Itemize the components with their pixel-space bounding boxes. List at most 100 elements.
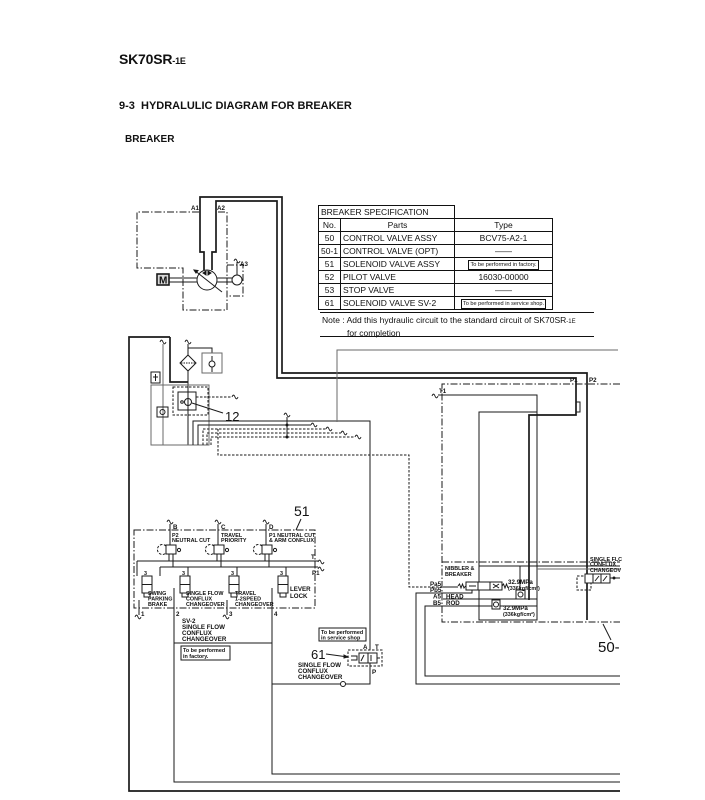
filter-icon bbox=[179, 354, 197, 372]
solenoid-label: SWING bbox=[148, 591, 166, 597]
outlet-line-2 bbox=[173, 588, 620, 783]
solenoid-coil-icon bbox=[143, 593, 287, 598]
line-break-icon bbox=[325, 426, 333, 432]
pa5-pilot-line bbox=[217, 429, 443, 588]
port-label-t: T bbox=[375, 644, 379, 651]
relief-valve-icon bbox=[491, 599, 501, 610]
port-label-a5: A5 bbox=[433, 594, 441, 601]
pilot-line-bundle bbox=[192, 349, 618, 650]
b5-rod-line bbox=[424, 605, 620, 677]
factory-note-badge: To be performed in factory. bbox=[468, 259, 539, 270]
port-label-t1: T1 bbox=[439, 388, 447, 395]
line-break-icon bbox=[317, 559, 325, 565]
service-shop-note-text: To be performed bbox=[321, 630, 363, 636]
filter-valve-unit-12 bbox=[150, 339, 239, 446]
sv2-label: CHANGEOVER bbox=[182, 636, 227, 643]
solenoid-port-label: 3 bbox=[280, 571, 283, 577]
check-valve-box bbox=[201, 352, 223, 374]
solenoid-port-label: 3 bbox=[144, 571, 147, 577]
outlet-label: 2 bbox=[176, 611, 180, 618]
factory-note-text: in factory. bbox=[183, 654, 209, 660]
port-label-t: T bbox=[311, 554, 315, 561]
pilot-label: P2 bbox=[172, 533, 179, 539]
solenoid-valve-assy-51 bbox=[133, 518, 620, 783]
line-break-icon bbox=[354, 434, 362, 440]
solenoid-label: 1-2SPEED bbox=[235, 597, 261, 603]
note-line-1: Note : Add this hydraulic circuit to the… bbox=[322, 315, 567, 325]
line-break-icon bbox=[159, 339, 167, 345]
port-label-pb5: Pb5 bbox=[430, 587, 442, 594]
port-label-pa5: Pa5 bbox=[430, 581, 442, 588]
sv2-function-label: CONFLUX bbox=[298, 668, 329, 675]
hydraulic-pump-assembly bbox=[136, 196, 588, 620]
relief-pressure-label: 32.9MPa bbox=[508, 579, 533, 586]
outer-return-line bbox=[128, 336, 620, 792]
callout-50-1: 50-1 bbox=[598, 639, 628, 656]
solenoid-label: CHANGEOVER bbox=[186, 602, 225, 608]
row-part: SOLENOID VALVE SV-2 bbox=[340, 296, 456, 310]
solenoid-label: BRAKE bbox=[148, 602, 168, 608]
solenoid-label: TRAVEL bbox=[235, 591, 257, 597]
pump-boundary-line bbox=[136, 211, 228, 311]
port-label-b: B bbox=[173, 524, 178, 531]
port-label-p1: P1 bbox=[570, 377, 578, 384]
solenoid-port-label: 3 bbox=[231, 571, 234, 577]
callout-51: 51 bbox=[294, 503, 310, 519]
pump-delivery-line-a1 bbox=[199, 196, 588, 620]
pump-delivery-line-a2 bbox=[211, 200, 577, 600]
table-title-row: BREAKER SPECIFICATION bbox=[317, 205, 553, 219]
line-break-icon bbox=[283, 412, 291, 418]
motor-label: M bbox=[159, 276, 167, 287]
completion-note: Note : Add this hydraulic circuit to the… bbox=[320, 312, 594, 338]
port-label-p2: P2 bbox=[589, 377, 597, 384]
shuttle-valve-icon bbox=[150, 371, 161, 384]
section-title: 9-3 HYDRALULIC DIAGRAM FOR BREAKER bbox=[119, 100, 352, 112]
model-name: SK70SR bbox=[119, 51, 173, 67]
table-row: 52 PILOT VALVE 16030-00000 bbox=[317, 270, 554, 284]
outlet-label: 4 bbox=[274, 611, 278, 618]
port-label-b5: B5 bbox=[433, 600, 441, 607]
pilot-valve-icon bbox=[261, 544, 273, 555]
service-shop-note-box bbox=[318, 627, 367, 642]
table-row: 50-1 CONTROL VALVE (OPT) —— bbox=[317, 244, 554, 258]
head-label: HEAD bbox=[446, 594, 464, 601]
pilot-label: PRIORITY bbox=[221, 538, 247, 544]
port-label-a: A bbox=[363, 644, 368, 651]
note-line-2: for completion bbox=[347, 327, 401, 338]
model-title: SK70SR-1E bbox=[119, 51, 186, 67]
breaker-specification-table: BREAKER SPECIFICATION No. Parts Type 50 … bbox=[317, 205, 554, 310]
callout-12: 12 bbox=[225, 409, 239, 424]
port-label-p1: P1 bbox=[312, 570, 320, 577]
port-label-a3: A3 bbox=[240, 261, 248, 268]
solenoid-label: PARKING bbox=[148, 597, 172, 603]
diagram-labels: A1 A2 A3 M 12 T1 P1 P2 51 B C D P2 NEUTR… bbox=[141, 205, 628, 681]
rod-label: ROD bbox=[446, 600, 460, 607]
changeover-label: CONFLUX bbox=[590, 562, 616, 568]
service-shop-note-text: in service shop bbox=[321, 636, 361, 642]
factory-note-text: To be performed bbox=[183, 648, 225, 654]
check-valve-icon bbox=[208, 360, 216, 368]
factory-note-box bbox=[180, 645, 231, 661]
nibbler-label: BREAKER bbox=[445, 572, 472, 578]
sv2-label: SV-2 bbox=[182, 618, 196, 625]
motor-icon bbox=[156, 273, 170, 286]
pilot-pump-icon bbox=[231, 274, 243, 286]
service-shop-note-badge: To be performed in service shop. bbox=[460, 298, 547, 309]
sv2-label: CONFLUX bbox=[182, 630, 213, 637]
relief-pressure-label: (336kgf/cm²) bbox=[508, 586, 540, 592]
port-label-a2: A2 bbox=[217, 205, 225, 212]
stop-valve-icon bbox=[340, 681, 346, 687]
pump-shaft bbox=[169, 277, 197, 283]
pilot-pump-boundary-line bbox=[227, 264, 244, 297]
check-valve-icon bbox=[159, 409, 166, 415]
relief-pressure-label: 32.9MPa bbox=[503, 605, 528, 612]
control-valve-50-1 bbox=[415, 383, 620, 685]
port-label-p: P bbox=[372, 669, 376, 676]
pb5-line bbox=[415, 590, 620, 685]
sv2-function-label: CHANGEOVER bbox=[298, 674, 343, 681]
solenoid-port-label: 3 bbox=[182, 571, 185, 577]
solenoid-label: CHANGEOVER bbox=[235, 602, 274, 608]
pilot-label: & ARM CONFLUX bbox=[269, 538, 314, 544]
solenoid-label: LEVER bbox=[290, 586, 311, 593]
port-label-a1: A1 bbox=[191, 205, 199, 212]
